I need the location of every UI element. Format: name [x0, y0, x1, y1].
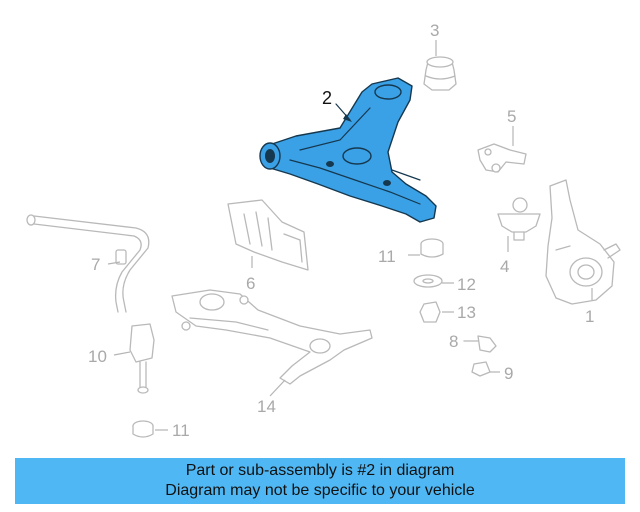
callout-11-bottom: 11	[172, 421, 190, 440]
part-2-control-arm[interactable]	[259, 77, 437, 223]
part-10-stabilizer-link[interactable]	[113, 323, 155, 394]
part-4-ball-joint[interactable]	[497, 197, 541, 252]
parts-diagram: 3 2 5 4 1	[26, 21, 621, 440]
callout-14: 14	[257, 397, 276, 416]
banner-line-2: Diagram may not be specific to your vehi…	[165, 482, 475, 499]
callout-3: 3	[430, 21, 439, 40]
part-8-bolt[interactable]	[463, 335, 497, 353]
callout-9: 9	[504, 364, 513, 383]
info-banner: Part or sub-assembly is #2 in diagram Di…	[15, 458, 625, 504]
banner-line-1: Part or sub-assembly is #2 in diagram	[185, 462, 455, 479]
part-9-clip[interactable]	[471, 361, 500, 377]
part-13-nut[interactable]	[419, 301, 454, 323]
part-3-bushing[interactable]	[423, 40, 457, 91]
part-11-nut-bottom[interactable]	[132, 420, 168, 438]
part-12-washer[interactable]	[413, 274, 454, 288]
callout-2: 2	[322, 88, 332, 108]
callout-5: 5	[507, 107, 516, 126]
callout-4: 4	[500, 257, 509, 276]
callout-10: 10	[88, 347, 107, 366]
callout-6: 6	[246, 274, 255, 293]
part-5-bracket[interactable]	[477, 126, 527, 173]
callout-8: 8	[449, 332, 458, 351]
part-1-steering-knuckle[interactable]	[545, 179, 621, 305]
callout-11-right: 11	[378, 247, 396, 266]
part-6-cover[interactable]	[227, 199, 309, 271]
part-11-bushing[interactable]	[408, 238, 444, 258]
callout-13: 13	[457, 303, 476, 322]
part-14-subframe[interactable]	[171, 289, 373, 397]
callout-7: 7	[91, 255, 100, 274]
callout-12: 12	[457, 275, 476, 294]
part-7-stabilizer-bar[interactable]	[26, 214, 150, 313]
callout-1: 1	[585, 307, 594, 326]
